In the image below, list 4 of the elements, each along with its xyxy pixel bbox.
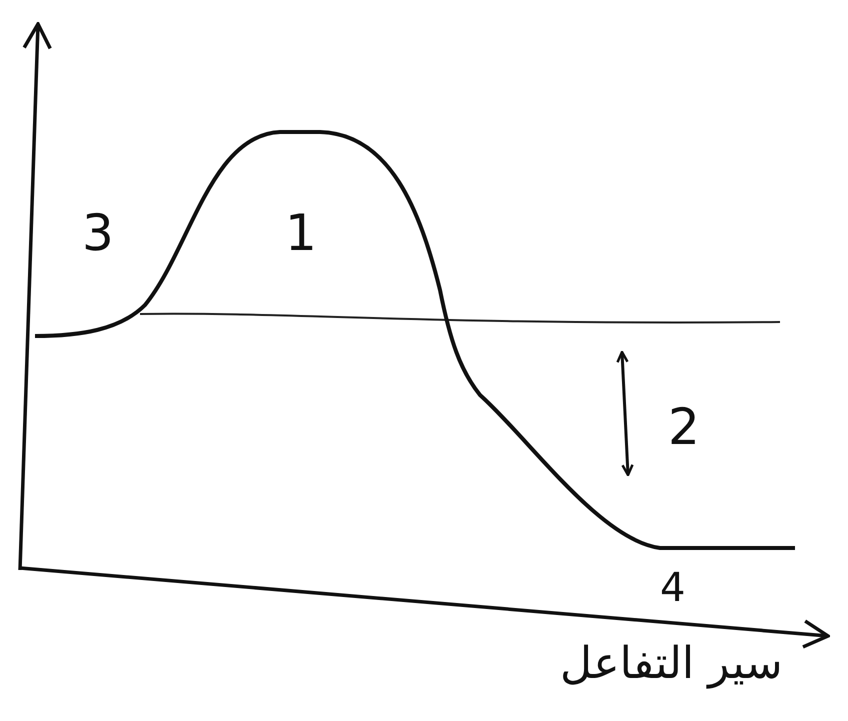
callout-number: 4 [660,568,686,608]
callout-number: 1 [285,208,317,258]
callout-number: 3 [82,208,114,258]
callout-number: 2 [668,402,700,452]
